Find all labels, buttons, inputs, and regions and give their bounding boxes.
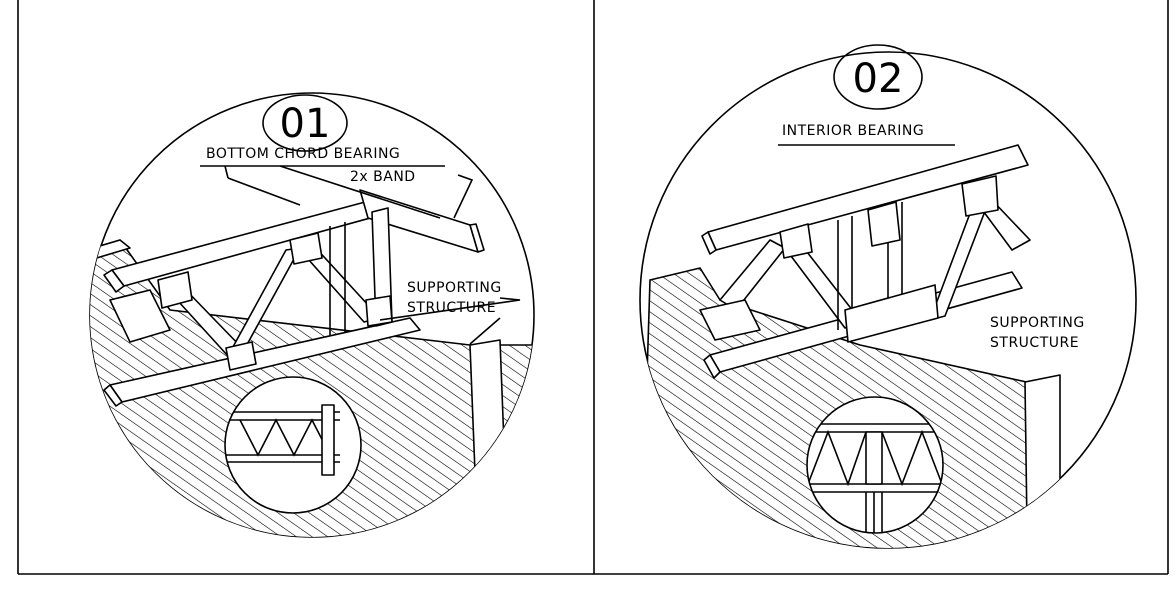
detail-02-web-members xyxy=(699,197,1031,341)
detail-02-title: INTERIOR BEARING xyxy=(782,123,924,139)
detail-01-support-leader xyxy=(379,297,521,321)
detail-01-support-label-line1: SUPPORTING xyxy=(407,280,502,296)
detail-02-panel: 02 INTERIOR BEARING SUPPORTING STRUCTURE xyxy=(639,44,1137,549)
detail-02-support-label-line1: SUPPORTING xyxy=(990,315,1085,331)
detail-01-title: BOTTOM CHORD BEARING xyxy=(206,146,400,162)
detail-01-gusset-plates xyxy=(157,232,393,371)
detail-01-inset-view xyxy=(224,376,362,514)
detail-01-panel: 01 BOTTOM CHORD BEARING 2x BAND SUPPORTI… xyxy=(89,92,535,538)
drawing-frame xyxy=(17,0,1169,575)
detail-02-support-label-line2: STRUCTURE xyxy=(990,335,1079,351)
detail-02-inset-view xyxy=(806,396,944,534)
detail-01-top-chord xyxy=(111,197,393,287)
detail-01-number-bubble: 01 xyxy=(262,94,348,152)
detail-01-band-leader xyxy=(453,174,474,219)
detail-01-number: 01 xyxy=(280,101,331,147)
detail-01-band-label: 2x BAND xyxy=(350,169,416,185)
detail-01-leader xyxy=(224,165,229,179)
detail-01-illustration xyxy=(90,189,534,537)
detail-02-number-bubble: 02 xyxy=(833,44,923,110)
detail-02-gusset-plates xyxy=(779,175,999,343)
detail-02-number: 02 xyxy=(853,56,904,102)
detail-01-support-label-line2: STRUCTURE xyxy=(407,300,496,316)
